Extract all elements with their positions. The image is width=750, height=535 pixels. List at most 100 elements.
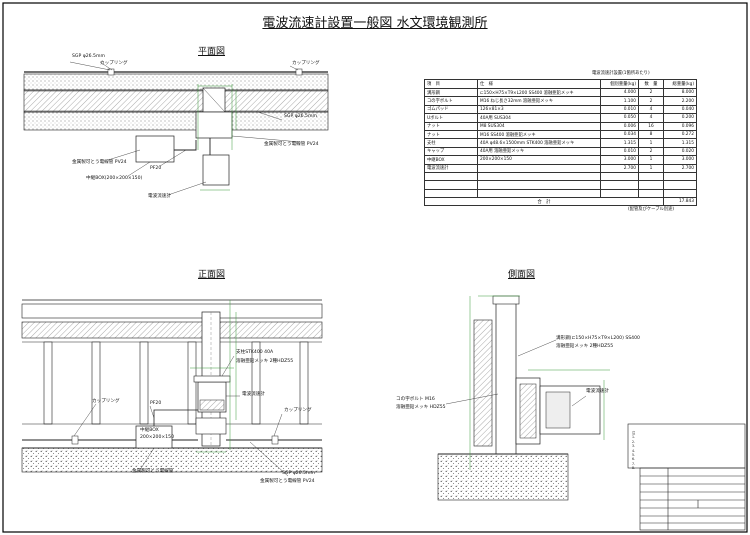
plan-rail (23, 89, 329, 113)
label-plan-box: 中継BOX(200×200×150) (86, 176, 143, 181)
bom-cell-spec: ⊏150×H75×T9×L200 SS400 溶融亜鉛メッキ (477, 87, 601, 98)
label-front-coupling-right: カップリング (284, 408, 312, 413)
bom-cell-total-weight (663, 180, 697, 190)
bom-cell-total-weight: 0.272 (663, 129, 697, 140)
bom-cell-item: 溝形鋼 (424, 87, 478, 98)
bom-cell-item: ナット (424, 121, 478, 131)
bom-cell-unit-weight: 0.050 (600, 113, 639, 123)
label-plan-coupling-left: カップリング (100, 61, 128, 66)
bom-cell-item: コの字ボルト (424, 96, 478, 106)
bom-total-label: 合 計 (424, 197, 664, 207)
bom-header-total-weight: 総重量(kg) (663, 79, 697, 89)
bom-cell-qty: 1 (638, 155, 664, 165)
bom-cell-spec: 40A用 SUS304 (477, 113, 601, 123)
bom-cell-unit-weight: 0.010 (600, 146, 639, 157)
bom-cell-qty: 4 (638, 104, 664, 115)
bom-cell-unit-weight: 1.100 (600, 96, 639, 106)
note-item: 6. (632, 457, 636, 462)
bom-cell-spec (477, 171, 601, 182)
bom-cell-spec (477, 163, 601, 173)
plan-slab-top (23, 73, 329, 91)
bom-cell-item (424, 171, 478, 182)
bom-cell-total-weight: 0.020 (663, 146, 697, 157)
side-ground (437, 453, 569, 501)
bom-cell-total-weight (663, 171, 697, 182)
label-plan-flex-right: 金属製可とう電線管 PV24 (264, 142, 319, 147)
label-front-meter: 電波流速計 (242, 392, 265, 397)
label-plan-flex-left: 金属製可とう電線管 PV24 (72, 160, 127, 165)
bom-cell-qty: 4 (638, 113, 664, 123)
bom-cell-item: ナット (424, 129, 478, 140)
bom-cell-item: Uボルト (424, 113, 478, 123)
bom-cell-spec: 126×81×3 (477, 104, 601, 115)
bom-total-value: 17.843 (663, 197, 697, 207)
bom-cell-total-weight: 8.000 (663, 87, 697, 98)
label-plan-sgp-top: SGP φ26.5mm (72, 54, 105, 59)
side-rail (473, 319, 493, 447)
bom-cell-item: キャップ (424, 146, 478, 157)
note-item: 8. (632, 466, 636, 471)
note-item: 2. (632, 439, 636, 444)
side-view (437, 295, 610, 501)
bom-cell-qty: 2 (638, 146, 664, 157)
bom-cell-total-weight (663, 188, 697, 199)
bom-cell-unit-weight: 0.006 (600, 121, 639, 131)
front-view-title: 正面図 (198, 270, 226, 280)
label-side-channel-plating: 溶融亜鉛メッキ 2種HDZ55 (556, 344, 614, 349)
bom-cell-unit-weight: 0.034 (600, 129, 639, 140)
label-front-plating: 溶融亜鉛メッキ 2種HDZ55 (236, 359, 294, 364)
bom-cell-spec: 200×200×150 (477, 155, 601, 165)
bom-cell-spec: 40A用 溶融亜鉛メッキ (477, 146, 601, 157)
bom-header-spec: 仕 様 (477, 79, 601, 89)
label-side-bolt: コの字ボルト M16 (396, 397, 435, 402)
bom-cell-item: 中継BOX (424, 155, 478, 165)
bom-header-item: 項 目 (424, 79, 478, 89)
bom-cell-qty (638, 188, 664, 199)
bom-cell-total-weight: 1.315 (663, 138, 697, 148)
bom-cell-spec: 40A φ48.6×1500mm STK400 溶融亜鉛メッキ (477, 138, 601, 148)
bom-header-qty: 数 量 (638, 79, 664, 89)
bom-cell-qty (638, 171, 664, 182)
bom-cell-spec: M16 SS400 溶融亜鉛メッキ (477, 129, 601, 140)
label-side-channel: 溝形鋼(⊏150×H75×T9×L200) SS400 (556, 336, 640, 341)
label-plan-pf: PF20 (150, 166, 162, 171)
front-top-rail (21, 303, 323, 319)
bom-cell-unit-weight: 3.000 (600, 155, 639, 165)
note-item: 1. (632, 435, 636, 440)
drawing-title: 電波流速計設置一般図 水文環境観測所 (262, 16, 488, 31)
bom-cell-item: 電波流速計 (424, 163, 478, 173)
bom-cell-item: ゴムパッド (424, 104, 478, 115)
label-front-box-size: 200×200×150 (140, 435, 175, 440)
bom-row (424, 180, 697, 190)
side-post (495, 301, 517, 455)
note-item: 7. (632, 461, 636, 466)
plan-junction-box (135, 135, 175, 163)
note-item: 4. (632, 448, 636, 453)
bom-table: 項 目 仕 様 個別重量(kg) 数 量 総重量(kg) 溝形鋼⊏150×H75… (424, 79, 697, 207)
bom-cell-spec (477, 180, 601, 190)
bom-cell-qty (638, 180, 664, 190)
label-front-coupling-left: カップリング (92, 399, 120, 404)
bom-footnote: (配管及びケーブル別途) (628, 207, 675, 212)
titleblock-frame (639, 467, 746, 531)
bom-cell-unit-weight: 4.000 (600, 87, 639, 98)
label-front-support: 支柱STK400 40A (236, 350, 274, 355)
notes-frame (627, 423, 746, 469)
bom-cell-spec: M16 ねじ長さ32mm 溶融亜鉛メッキ (477, 96, 601, 106)
plan-bracket (195, 111, 233, 139)
label-front-flex-left: 金属製可とう電線管 (132, 469, 174, 474)
bom-cell-unit-weight: 0.010 (600, 104, 639, 115)
label-front-box: 中継BOX (140, 428, 159, 433)
label-side-meter: 電波流速計 (586, 389, 609, 394)
bom-cell-qty: 2 (638, 87, 664, 98)
bom-total-row: 合 計 17.843 (424, 197, 697, 207)
bom-cell-qty: 1 (638, 138, 664, 148)
bom-row (424, 188, 697, 199)
